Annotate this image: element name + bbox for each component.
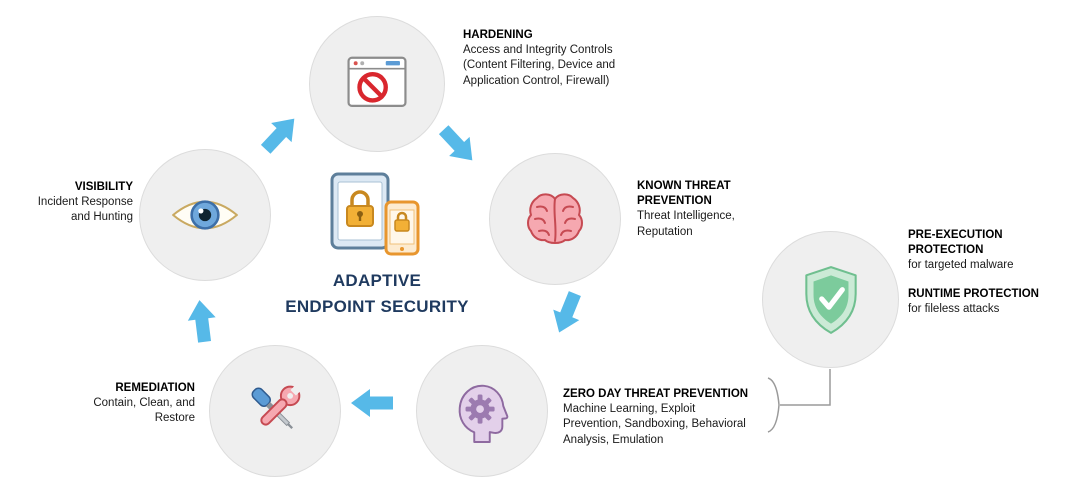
runtime-protection-item: RUNTIME PROTECTION for fileless attacks	[908, 287, 1066, 317]
node-circle-protection-shield	[762, 231, 899, 368]
hardening-text-block: HARDENING Access and Integrity Controls …	[463, 28, 641, 89]
known-threat-text-block: KNOWN THREAT PREVENTION Threat Intellige…	[637, 179, 759, 240]
node-circle-zero-day-threat-prevention	[416, 345, 548, 477]
remediation-text-block: REMEDIATION Contain, Clean, and Restore	[83, 381, 195, 427]
arrow-visibility-to-hardening	[260, 118, 295, 154]
remediation-description: Contain, Clean, and Restore	[93, 397, 195, 425]
hardening-label: HARDENING	[463, 29, 533, 41]
pre-execution-protection-item: PRE-EXECUTION PROTECTION for targeted ma…	[908, 228, 1066, 274]
zero-day-bracket	[767, 377, 780, 433]
visibility-description: Incident Response and Hunting	[37, 196, 133, 224]
runtime-protection-label: RUNTIME PROTECTION	[908, 287, 1039, 300]
head-gear-icon	[458, 384, 509, 443]
arrow-known-threat-to-zero-day	[553, 291, 581, 333]
diagram-title: ADAPTIVE ENDPOINT SECURITY	[267, 268, 487, 319]
zero-day-text-block: ZERO DAY THREAT PREVENTION Machine Learn…	[563, 387, 763, 448]
protection-text-block: PRE-EXECUTION PROTECTION for targeted ma…	[908, 228, 1066, 317]
remediation-label: REMEDIATION	[115, 382, 195, 394]
tools-icon	[251, 383, 303, 430]
pre-execution-protection-description: for targeted malware	[908, 259, 1014, 272]
brain-icon	[527, 193, 583, 244]
arrow-zero-day-to-remediation	[351, 389, 393, 417]
node-circle-visibility	[139, 149, 271, 281]
node-circle-remediation	[209, 345, 341, 477]
blocked-window-icon	[347, 56, 407, 107]
zero-day-description: Machine Learning, Exploit Prevention, Sa…	[563, 403, 746, 446]
bracket-to-shield-connector	[780, 369, 831, 406]
runtime-protection-description: for fileless attacks	[908, 302, 1000, 315]
node-circle-hardening	[309, 16, 445, 152]
visibility-label: VISIBILITY	[74, 181, 133, 193]
visibility-text-block: VISIBILITY Incident Response and Hunting	[33, 180, 133, 226]
secured-devices-icon	[328, 168, 424, 260]
pre-execution-protection-label: PRE-EXECUTION PROTECTION	[908, 229, 1003, 257]
eye-icon	[172, 200, 238, 230]
diagram-title-line2: ENDPOINT SECURITY	[285, 296, 469, 316]
shield-check-icon	[804, 265, 857, 334]
known-threat-label: KNOWN THREAT PREVENTION	[637, 180, 731, 208]
hardening-description: Access and Integrity Controls (Content F…	[463, 44, 616, 87]
zero-day-label: ZERO DAY THREAT PREVENTION	[563, 388, 749, 400]
arrow-hardening-to-known-threat	[438, 125, 473, 161]
known-threat-description: Threat Intelligence, Reputation	[637, 210, 735, 238]
node-circle-known-threat-prevention	[489, 153, 621, 285]
diagram-title-line1: ADAPTIVE	[332, 271, 422, 290]
arrow-remediation-to-visibility	[187, 300, 216, 343]
